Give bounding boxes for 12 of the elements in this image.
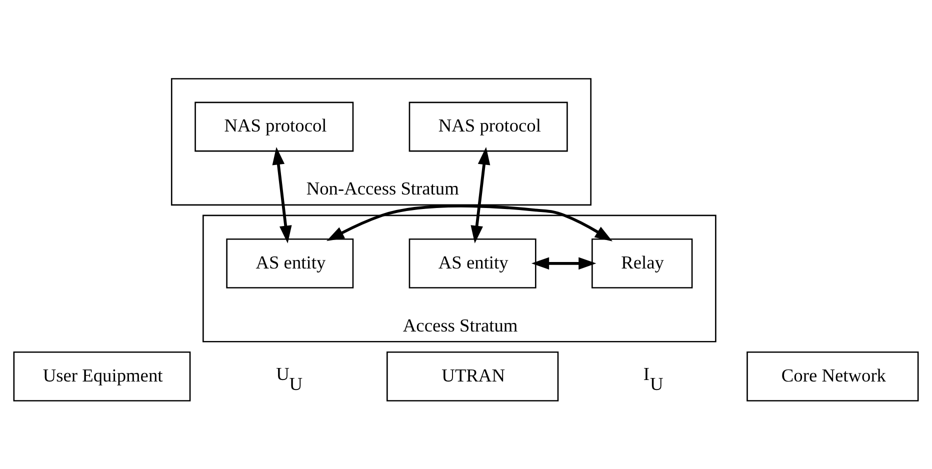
node-box: AS entity: [226, 238, 354, 288]
node-box: User Equipment: [13, 351, 191, 402]
arrow: [326, 204, 612, 242]
arrow: [531, 257, 596, 270]
node-box: AS entity: [408, 238, 536, 288]
node-box: NAS protocol: [408, 102, 568, 152]
arrow: [470, 147, 490, 244]
node-box: UTRAN: [386, 351, 559, 402]
node-box: Relay: [592, 238, 693, 288]
arrow: [272, 147, 292, 244]
node-box: NAS protocol: [194, 102, 354, 152]
node-box: Core Network: [746, 351, 919, 402]
